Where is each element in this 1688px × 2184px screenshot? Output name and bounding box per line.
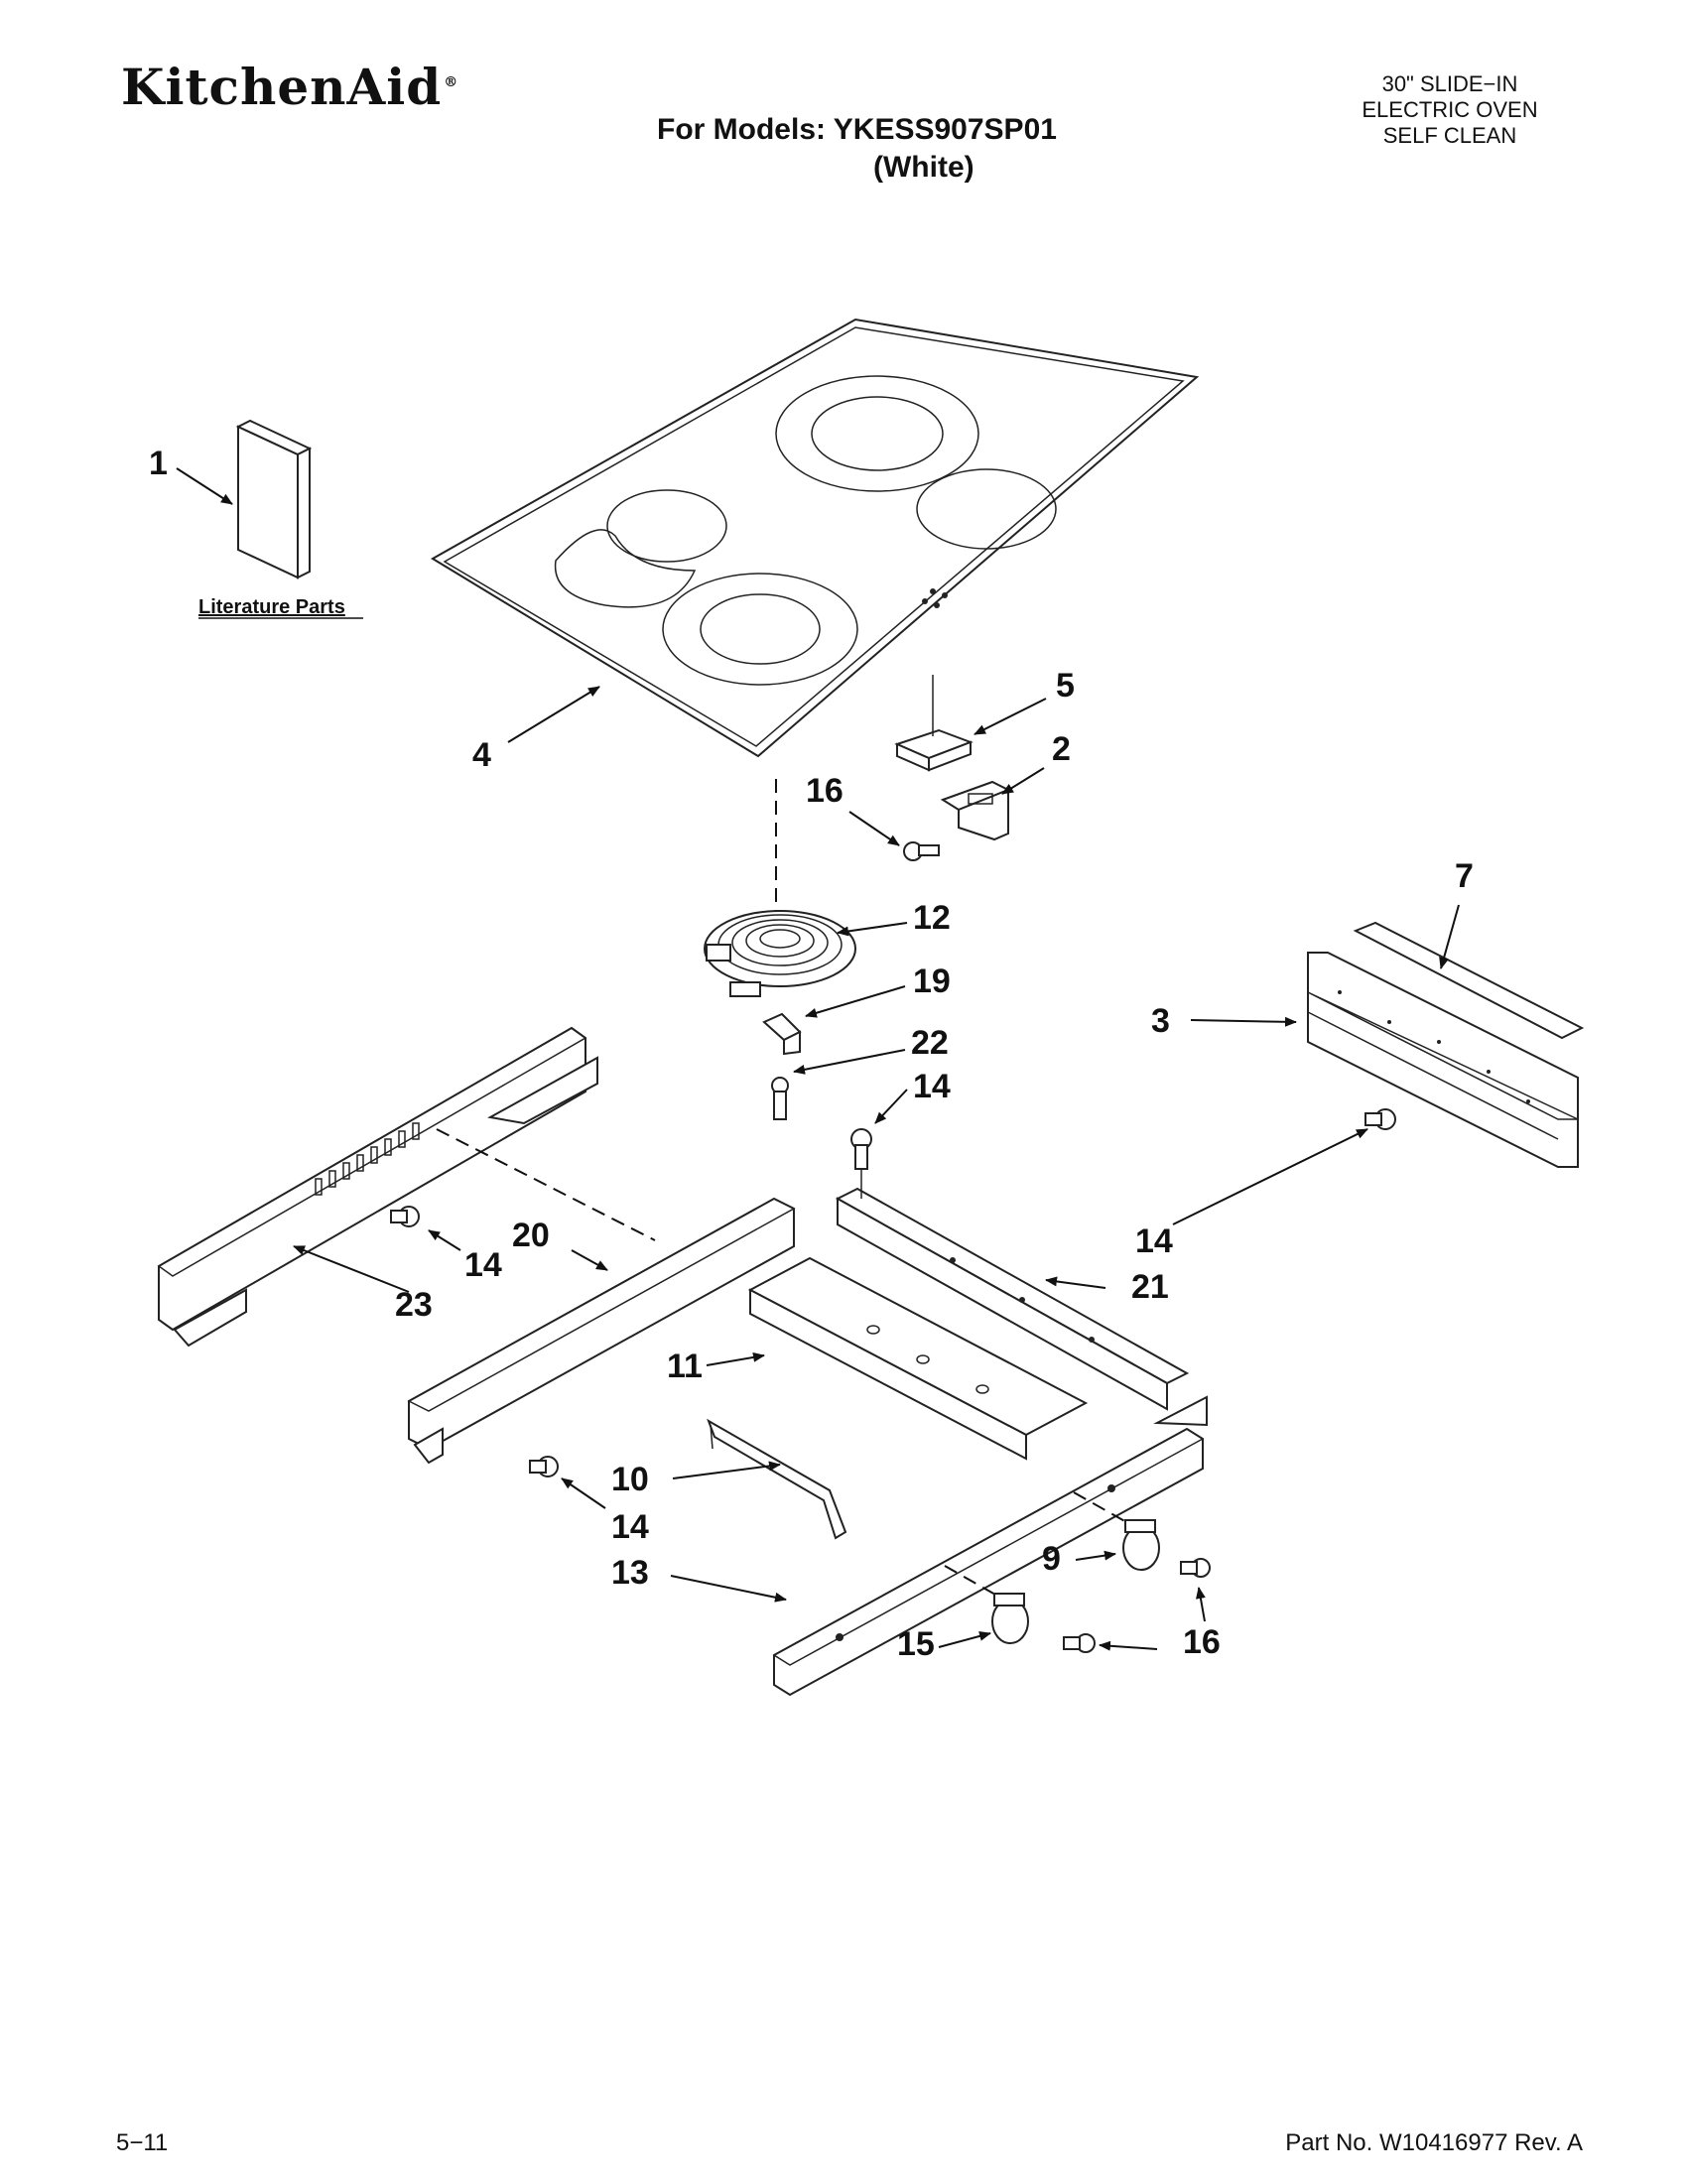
leader-7 [1439, 904, 1460, 969]
brand-logo: KitchenAid® [121, 58, 458, 116]
leader-16-lower [1099, 1640, 1158, 1651]
surface-heating-element [704, 910, 856, 997]
callout-14-front-frame: 14 [611, 1508, 649, 1546]
screw-lower-roller [1063, 1633, 1096, 1653]
callout-16-upper: 16 [806, 772, 844, 810]
callout-21: 21 [1131, 1268, 1169, 1306]
oven-kind-line: ELECTRIC OVEN [1362, 97, 1538, 122]
leader-3 [1190, 1016, 1297, 1027]
front-frame-rail [407, 1197, 796, 1465]
callout-7: 7 [1455, 857, 1474, 895]
leader-12 [837, 922, 908, 937]
color-line: (White) [873, 151, 974, 184]
literature-booklet [235, 419, 313, 579]
oven-description: 30" SLIDE−IN ELECTRIC OVEN SELF CLEAN [1321, 71, 1579, 149]
center-tray [747, 1256, 1089, 1461]
callout-12: 12 [913, 899, 951, 937]
cooktop-glass [431, 318, 1200, 758]
leader-5 [974, 698, 1047, 735]
callout-4: 4 [472, 736, 491, 774]
leader-14-front-frame [561, 1477, 606, 1509]
leader-21 [1045, 1276, 1106, 1289]
oven-type-line: 30" SLIDE−IN [1381, 71, 1518, 96]
callout-14-rear-bracket: 14 [1135, 1222, 1173, 1260]
models-line: For Models: YKESS907SP01 [657, 113, 1057, 146]
screw-front-frame [529, 1456, 559, 1477]
alignment-line-left-rail [436, 1128, 656, 1241]
screw-left-rail [390, 1206, 420, 1227]
callout-5: 5 [1056, 667, 1075, 705]
leader-11 [706, 1351, 765, 1366]
model-info: For Models: YKESS907SP01 (White) [657, 111, 1057, 187]
callout-1: 1 [149, 445, 168, 482]
leveling-roller-lower [991, 1593, 1029, 1644]
screw-rear-frame [850, 1128, 872, 1199]
callout-14-left-rail: 14 [464, 1246, 502, 1284]
callout-11: 11 [667, 1348, 703, 1385]
callout-14-rear-frame: 14 [913, 1068, 951, 1105]
callout-13: 13 [611, 1554, 649, 1592]
registered-mark: ® [444, 74, 459, 91]
part-number: Part No. W10416977 Rev. A [1285, 2129, 1583, 2156]
callout-20: 20 [512, 1217, 550, 1254]
element-screw [771, 1077, 789, 1120]
leader-22 [793, 1049, 906, 1075]
front-lower-frame [772, 1395, 1208, 1697]
leader-16-upper [848, 811, 900, 846]
rear-trim-strip [1353, 921, 1585, 1040]
leader-14-rear-bracket [1172, 1128, 1368, 1225]
leader-16-roller [1195, 1587, 1206, 1622]
switch-bracket [940, 780, 1011, 841]
vent-slots [315, 1122, 420, 1196]
screw-upper-roller [1180, 1558, 1211, 1578]
leader-2 [1001, 767, 1045, 795]
callout-3: 3 [1151, 1002, 1170, 1040]
callout-10: 10 [611, 1461, 649, 1498]
leader-19 [805, 985, 906, 1018]
callout-9: 9 [1042, 1540, 1061, 1578]
brand-name: KitchenAid [121, 58, 443, 116]
leader-4 [507, 686, 600, 743]
leader-23 [293, 1245, 410, 1293]
date-code: 5−11 [116, 2129, 169, 2156]
leader-13 [670, 1575, 787, 1603]
rear-mounting-bracket [1307, 952, 1579, 1168]
callout-16-lower: 16 [1183, 1623, 1221, 1661]
leader-15 [938, 1631, 991, 1648]
literature-parts-label: Literature Parts [198, 596, 345, 618]
callout-15: 15 [897, 1625, 935, 1663]
leader-10 [672, 1461, 781, 1479]
callout-22: 22 [911, 1024, 949, 1062]
leader-20 [571, 1249, 608, 1271]
leveling-roller-upper [1122, 1519, 1160, 1571]
callout-23: 23 [395, 1286, 433, 1324]
element-clip [762, 1012, 802, 1056]
indicator-switch [894, 675, 974, 772]
screw-upper [903, 841, 940, 861]
lift-handle [707, 1418, 847, 1540]
callout-2: 2 [1052, 730, 1071, 768]
rear-frame-rail [835, 1187, 1190, 1411]
leader-14-left-rail [428, 1229, 461, 1251]
oven-feature-line: SELF CLEAN [1382, 123, 1517, 148]
leader-14-rear-frame [874, 1089, 908, 1124]
screw-rear-bracket [1364, 1108, 1396, 1130]
leader-9 [1075, 1550, 1116, 1561]
left-side-rail [157, 1026, 598, 1348]
callout-19: 19 [913, 963, 951, 1000]
leader-1 [176, 467, 233, 505]
